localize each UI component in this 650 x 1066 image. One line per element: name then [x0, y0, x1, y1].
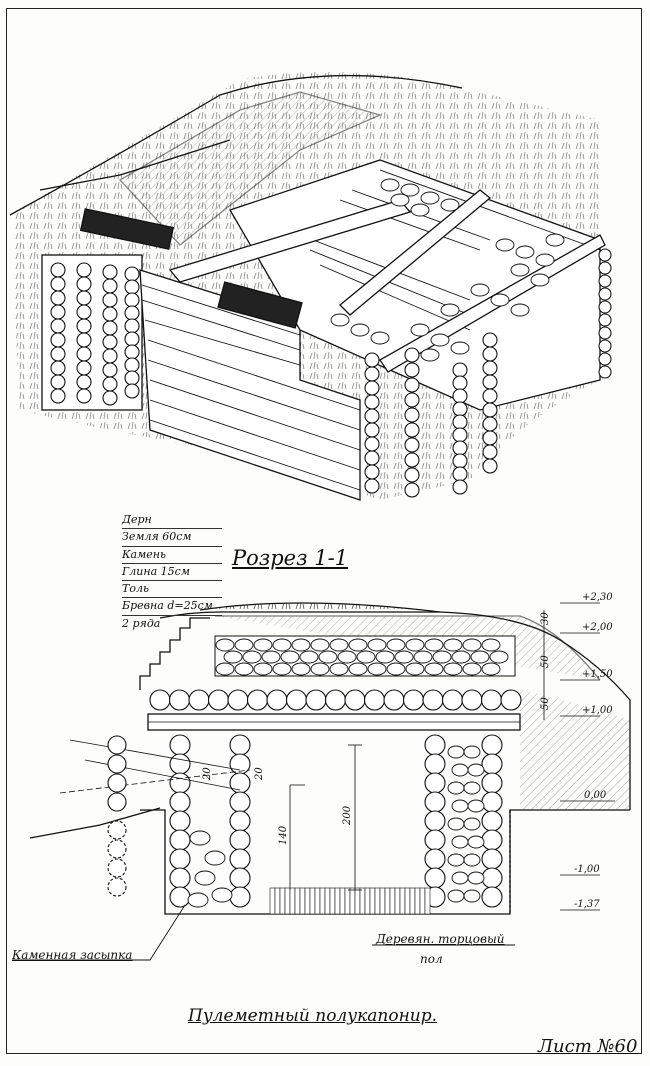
layer-item: Глина 15см	[122, 564, 222, 582]
sheet-number: Лист №60	[538, 1036, 638, 1057]
layer-item: Бревна d=25см	[122, 598, 222, 616]
section-view	[12, 602, 631, 961]
elev-label: +2,00	[582, 622, 613, 633]
dim-label: 200	[342, 805, 353, 826]
layer-item: Толь	[122, 581, 222, 599]
elev-label: +1,50	[582, 669, 613, 680]
dim-label: 50	[540, 655, 551, 668]
dim-label: 20	[254, 767, 265, 781]
dim-label: 140	[278, 825, 289, 845]
dim-label: 30	[540, 612, 551, 625]
elev-label: +2,30	[582, 592, 613, 603]
layer-item: Земля 60см	[122, 529, 222, 547]
center-log-wall	[139, 269, 361, 501]
elev-label: -1,00	[574, 864, 600, 875]
layer-item: Камень	[122, 547, 222, 564]
section-right-wall	[424, 734, 503, 908]
sheet-frame	[6, 8, 642, 1054]
isometric-view	[9, 71, 612, 501]
dim-label: 50	[540, 697, 551, 710]
roof-logs	[149, 689, 522, 711]
floor-label: Деревян. торцовый	[376, 932, 505, 946]
drawing-caption: Пулеметный полукапонир.	[188, 1006, 438, 1026]
right-log-columns	[364, 248, 612, 498]
wooden-floor	[269, 887, 431, 915]
stone-fill-iso	[330, 178, 565, 362]
left-log-wall	[41, 254, 143, 411]
elev-label: +1,00	[582, 705, 613, 716]
layer-legend: Дерн Земля 60см Камень Глина 15см Толь Б…	[122, 512, 222, 632]
stone-fill-label: Каменная засыпка	[12, 948, 133, 962]
section-left-wall	[169, 734, 251, 908]
embrasure-marks	[107, 735, 127, 897]
elev-label: -1,37	[574, 899, 600, 910]
elev-label: 0,00	[584, 790, 607, 801]
dim-label: 20	[202, 767, 213, 781]
section-title: Розрез 1-1	[232, 546, 349, 570]
layer-item: Дерн	[122, 512, 222, 530]
floor-label-cont: пол	[420, 952, 443, 966]
layer-item: 2 ряда	[122, 616, 161, 630]
